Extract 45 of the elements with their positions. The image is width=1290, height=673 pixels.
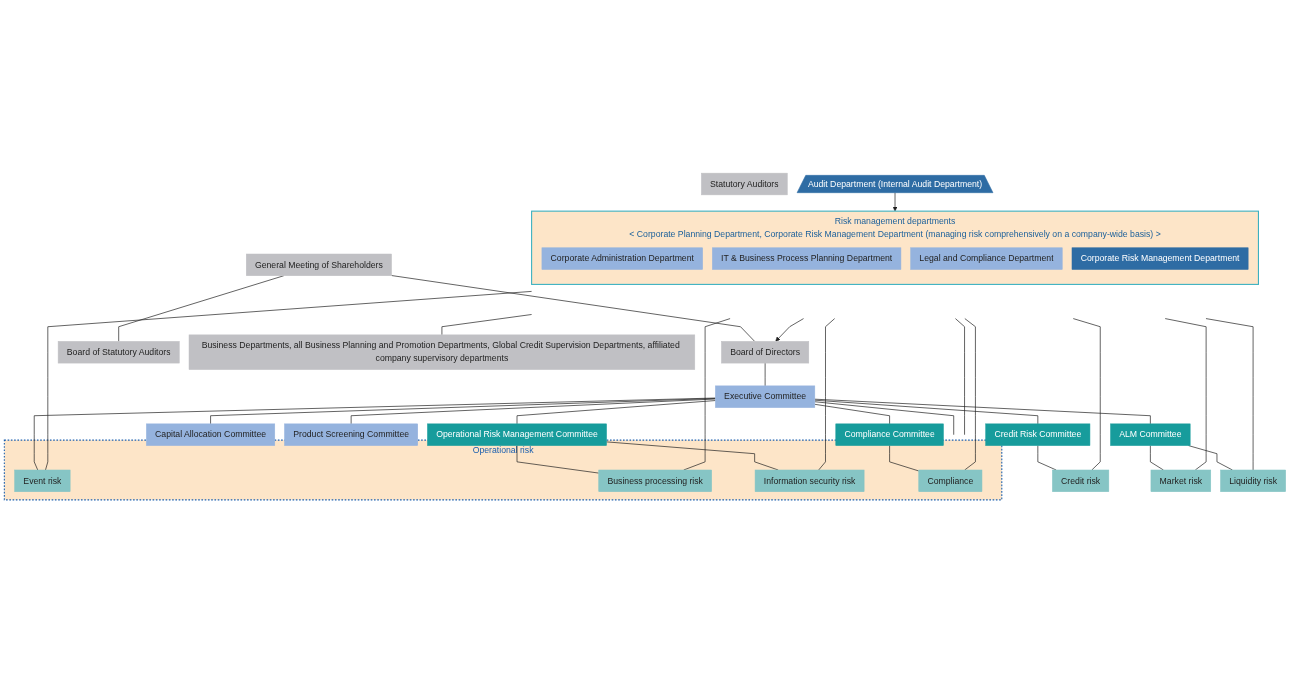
connector xyxy=(210,398,716,425)
node-box: Credit risk xyxy=(1052,469,1110,492)
connector xyxy=(955,318,965,436)
connector xyxy=(964,318,976,471)
node-box: Board of Directors xyxy=(721,341,810,364)
node-box: Compliance xyxy=(918,469,983,492)
node-box: Compliance Committee xyxy=(835,423,944,446)
connector xyxy=(441,314,532,336)
node-box: Market risk xyxy=(1150,469,1211,492)
connector xyxy=(814,401,955,436)
node-box: Legal and Compliance Department xyxy=(910,247,1063,270)
node-box: Corporate Risk Management Department xyxy=(1071,247,1249,270)
node-box: Information security risk xyxy=(754,469,865,492)
connector xyxy=(814,398,1151,425)
node-box: General Meeting of Shareholders xyxy=(246,253,392,276)
connector xyxy=(1150,445,1164,471)
node-box: Executive Committee xyxy=(715,385,816,408)
node-box: Business Departments, all Business Planning and Promotion Departments, Global Credit Supervision Departments, affiliated company supervisory departments xyxy=(188,334,696,370)
node-box: Credit Risk Committee xyxy=(985,423,1091,446)
node-box: Capital Allocation Committee xyxy=(146,423,276,446)
connector xyxy=(1205,318,1254,471)
node-box: Audit Department (Internal Audit Department) xyxy=(796,175,994,193)
connector xyxy=(350,398,716,425)
node-box: Event risk xyxy=(14,469,71,492)
connector xyxy=(33,397,716,471)
node-box: ALM Committee xyxy=(1110,423,1191,446)
connector xyxy=(45,291,532,471)
node-box: Liquidity risk xyxy=(1220,469,1286,492)
node-box: IT & Business Process Planning Department xyxy=(712,247,902,270)
node-box: Corporate Administration Department xyxy=(541,247,703,270)
connector xyxy=(1164,318,1207,471)
node-box: Board of Statutory Auditors xyxy=(57,341,180,364)
connector xyxy=(889,445,920,472)
node-box: Product Screening Committee xyxy=(284,423,418,446)
connector xyxy=(1072,318,1101,471)
connector xyxy=(391,275,755,342)
connector xyxy=(516,400,716,425)
node-box: Business processing risk xyxy=(598,469,712,492)
connector xyxy=(1188,445,1233,471)
connector xyxy=(814,399,1039,425)
node-box: Statutory Auditors xyxy=(701,172,788,196)
node-box: Operational Risk Management Committee xyxy=(427,423,607,446)
connector xyxy=(516,445,600,474)
connector xyxy=(818,318,835,471)
connector xyxy=(814,403,890,425)
